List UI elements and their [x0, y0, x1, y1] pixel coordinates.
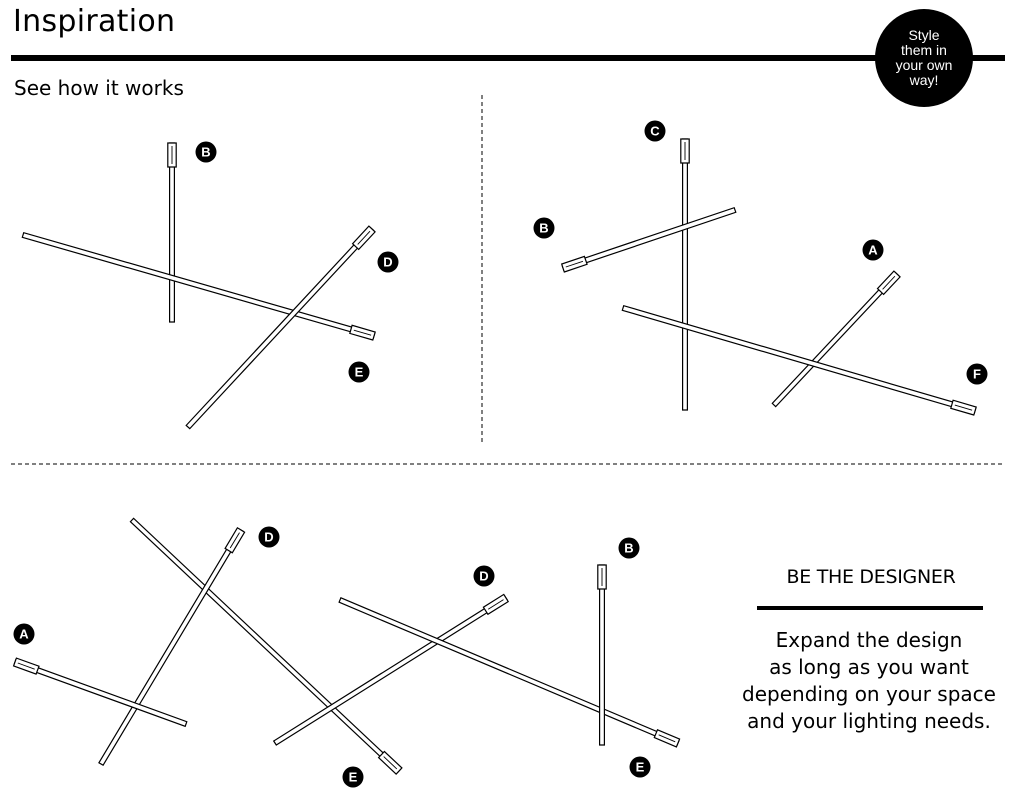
marker-layer: B D E C B A F D A E D B E [13, 120, 988, 788]
marker-circle [862, 239, 884, 261]
rod-cap-detail [383, 756, 398, 770]
marker-circle [629, 756, 651, 778]
header-divider [11, 55, 1005, 61]
marker-circle [618, 537, 640, 559]
marker-label: E [349, 770, 358, 785]
marker-label: A [868, 243, 878, 258]
marker-label: B [201, 145, 210, 160]
designer-divider [757, 606, 983, 610]
designer-heading: BE THE DESIGNER [786, 566, 956, 588]
rod [338, 597, 681, 748]
rod-cap-detail [882, 275, 896, 290]
rod-cap-detail [229, 532, 240, 549]
part-marker-f: F [966, 363, 988, 385]
marker-circle [644, 120, 666, 142]
marker-circle [473, 565, 495, 587]
part-marker-e: E [348, 361, 370, 383]
rod [21, 231, 376, 341]
designer-line: as long as you want [769, 655, 969, 679]
rod-cap-detail [357, 230, 371, 245]
rod-layer [12, 138, 977, 775]
marker-label: B [539, 221, 548, 236]
designer-description: Expand the design as long as you want de… [738, 627, 1000, 735]
part-marker-c: C [644, 120, 666, 142]
style-badge: Style them in your own way! [875, 9, 973, 107]
marker-label: B [624, 541, 633, 556]
part-marker-a: A [862, 239, 884, 261]
part-marker-e: E [342, 766, 364, 788]
rod-body [598, 564, 606, 746]
rod-cap-detail [565, 260, 584, 268]
rod-body [771, 271, 900, 408]
marker-label: D [383, 255, 392, 270]
part-marker-a: A [13, 623, 35, 645]
rod-body [561, 206, 737, 272]
marker-label: D [479, 569, 488, 584]
rod [12, 657, 188, 728]
marker-circle [258, 526, 280, 548]
rod-cap-detail [487, 599, 504, 610]
rod [167, 142, 177, 323]
rod [98, 526, 246, 767]
marker-label: E [636, 760, 645, 775]
rod-cap-detail [954, 404, 973, 411]
marker-label: E [355, 365, 364, 380]
marker-circle [342, 766, 364, 788]
marker-label: C [650, 124, 660, 139]
rod [597, 564, 607, 746]
marker-circle [966, 363, 988, 385]
rod-body [169, 142, 175, 323]
rod [560, 206, 737, 273]
marker-label: D [264, 530, 273, 545]
part-marker-e: E [629, 756, 651, 778]
part-marker-d: D [377, 251, 399, 273]
marker-circle [13, 623, 35, 645]
rod [771, 270, 901, 408]
part-marker-d: D [258, 526, 280, 548]
part-marker-b: B [618, 537, 640, 559]
marker-label: A [19, 627, 29, 642]
rod [680, 138, 690, 411]
rod [185, 225, 376, 430]
designer-line: Expand the design [775, 628, 963, 652]
page-title: Inspiration [13, 4, 176, 39]
page-subtitle: See how it works [14, 76, 184, 100]
rod-body [98, 527, 244, 767]
marker-circle [195, 141, 217, 163]
designer-line: and your lighting needs. [747, 709, 991, 733]
part-marker-b: B [533, 217, 555, 239]
marker-circle [377, 251, 399, 273]
rod [272, 593, 510, 746]
designer-line: depending on your space [742, 682, 996, 706]
part-marker-b: B [195, 141, 217, 163]
part-marker-d: D [473, 565, 495, 587]
rod-cap-detail [353, 329, 372, 336]
rod-body [681, 138, 689, 411]
marker-circle [533, 217, 555, 239]
rod-cap-detail [658, 734, 676, 743]
marker-label: F [973, 367, 981, 382]
badge-line: your own [895, 57, 953, 73]
rod [621, 304, 977, 416]
rod-cap-detail [17, 662, 35, 670]
badge-line: Style [908, 27, 940, 43]
marker-circle [348, 361, 370, 383]
badge-line: them in [901, 42, 947, 58]
badge-line: way! [909, 72, 939, 88]
rod-body [621, 304, 977, 415]
